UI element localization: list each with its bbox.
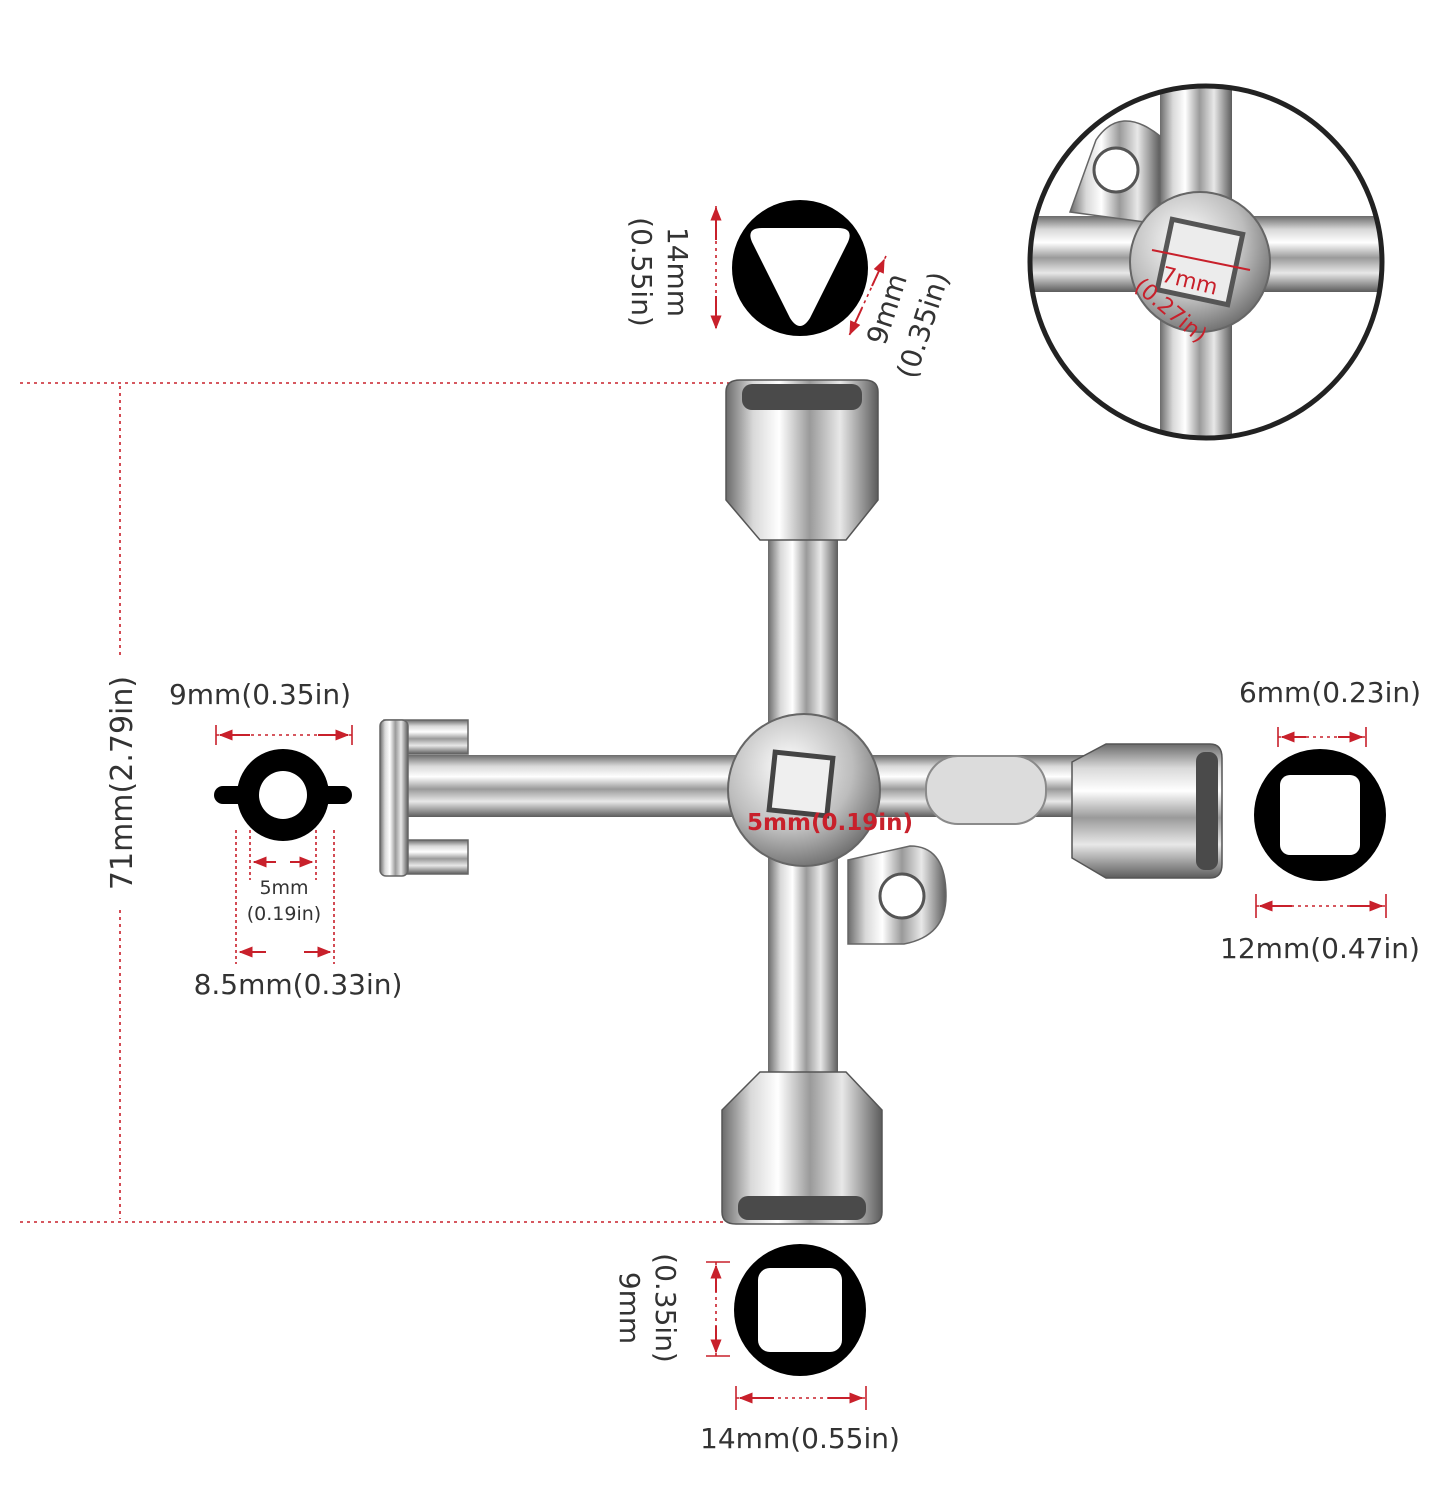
center-hole-label: 5mm(0.19in): [747, 810, 913, 836]
triangle-outer-label-in: (0.55in): [625, 217, 658, 327]
lanyard-loop: [847, 845, 947, 945]
inset-square-hole: [1154, 216, 1246, 308]
round-profile-hole: [259, 771, 307, 819]
inset-loop-hole: [1092, 146, 1140, 194]
right-socket-rim: [1196, 752, 1218, 870]
right-socket: [1071, 743, 1223, 879]
square-right-hole: [1280, 775, 1360, 855]
square-bottom-label: 14mm(0.55in): [700, 1422, 900, 1455]
triangle-inner-arrow-b: [849, 307, 863, 336]
center-square-hole: [766, 749, 836, 819]
top-socket: [725, 379, 879, 541]
overall-height-label: 71mm(2.79in): [105, 676, 140, 890]
top-triangle-profile: 14mm (0.55in) 9mm (0.35in): [625, 200, 956, 382]
right-square-profile: 6mm(0.23in) 12mm(0.47in): [1220, 676, 1421, 965]
square-right-bottom-label: 12mm(0.47in): [1220, 932, 1420, 965]
inset-dim-line: [1151, 249, 1251, 271]
triangle-hole: [750, 228, 850, 326]
top-socket-rim: [742, 384, 862, 410]
square-bottom-hole: [758, 1268, 842, 1352]
detail-inset: 7mm (0.27in): [1027, 83, 1385, 441]
round-inner-label-mm: 5mm: [259, 877, 308, 899]
overall-height-dimension: 71mm(2.79in): [20, 382, 740, 1223]
left-round-profile: 9mm(0.35in) 5mm (0.19in) 8.5mm(0.33in): [169, 678, 402, 1001]
square-bottom-side-label-mm: 9mm: [613, 1272, 646, 1344]
triangle-inner-arrow-a: [871, 258, 885, 287]
grip-plate: [925, 755, 1047, 825]
round-inner-label-in: (0.19in): [247, 903, 321, 925]
round-top-label: 9mm(0.35in): [169, 678, 351, 711]
bottom-socket: [721, 1071, 883, 1225]
cross-key-body: 5mm(0.19in): [379, 379, 1223, 1225]
bottom-socket-rim: [738, 1196, 866, 1220]
round-bottom-label: 8.5mm(0.33in): [194, 968, 403, 1001]
square-bottom-side-label-in: (0.35in): [649, 1253, 682, 1363]
square-right-top-label: 6mm(0.23in): [1239, 676, 1421, 709]
bottom-square-profile: 9mm (0.35in) 14mm(0.55in): [613, 1244, 900, 1455]
inset-border: [1027, 83, 1385, 441]
left-bit: [379, 719, 409, 877]
triangle-outer-label-mm: 14mm: [661, 227, 694, 317]
